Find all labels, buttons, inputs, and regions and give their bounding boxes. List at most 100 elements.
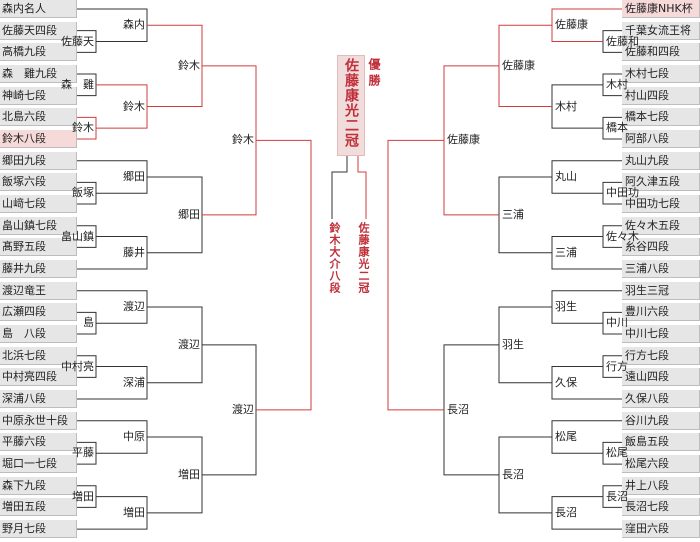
right-r2-winner-3: 丸山	[555, 169, 577, 183]
player-left-5: 神崎七段	[0, 86, 77, 105]
bracket-line	[357, 156, 367, 219]
right-r3-winner-1: 佐藤康	[502, 58, 535, 72]
right-r1-winner-7: 行方	[606, 359, 628, 373]
left-r1-winner-2: 森 雞	[61, 77, 94, 91]
bracket-line	[387, 139, 444, 411]
player-left-7: 鈴木八段	[0, 130, 77, 149]
champion-name: 佐藤康光二冠	[343, 58, 359, 148]
player-right-8: 丸山九段	[622, 151, 700, 170]
right-r1-winner-9: 長沼	[606, 489, 628, 503]
champion-title: 優勝	[367, 58, 381, 90]
player-right-14: 羽生三冠	[622, 281, 700, 300]
player-right-23: 井上八段	[622, 476, 700, 495]
player-right-22: 松尾六段	[622, 455, 700, 474]
right-r2-winner-2: 木村	[555, 99, 577, 113]
player-right-24: 長沼七段	[622, 498, 700, 517]
champion-box	[337, 55, 365, 156]
left-r4-winner-1: 鈴木	[232, 133, 254, 147]
bracket-line	[331, 156, 348, 219]
player-right-6: 橋本七段	[622, 108, 700, 127]
left-r3-winner-1: 鈴木	[178, 58, 200, 72]
player-right-11: 佐々木五段	[622, 216, 700, 235]
left-r1-winner-5: 畠山鎮	[61, 229, 94, 243]
player-left-4: 森 雞九段	[0, 65, 77, 83]
player-left-20: 中原永世十段	[0, 411, 77, 430]
left-r2-winner-2: 鈴木	[123, 99, 145, 113]
right-r3-winner-4: 長沼	[502, 467, 524, 481]
left-r2-winner-7: 中原	[123, 429, 145, 443]
right-r2-winner-8: 長沼	[555, 505, 577, 519]
player-left-24: 増田五段	[0, 498, 77, 517]
player-right-7: 阿部八段	[622, 130, 700, 149]
player-right-17: 行方七段	[622, 346, 700, 365]
left-r2-winner-5: 渡辺	[123, 299, 145, 313]
player-right-13: 三浦八段	[622, 260, 700, 279]
right-r3-winner-3: 羽生	[502, 337, 524, 351]
player-left-18: 中村亮四段	[0, 368, 77, 387]
player-right-15: 豊川六段	[622, 303, 700, 322]
player-left-1: 森内名人	[0, 0, 77, 18]
right-r4-winner-2: 長沼	[447, 402, 469, 416]
right-r1-winner-3: 橋本	[606, 121, 628, 135]
player-left-15: 広瀬四段	[0, 303, 77, 322]
right-r4-winner-1: 佐藤康	[447, 133, 480, 147]
player-right-12: 糸谷四段	[622, 238, 700, 257]
right-r2-winner-7: 松尾	[555, 429, 577, 443]
player-right-3: 佐藤和四段	[622, 43, 700, 62]
player-left-17: 北浜七段	[0, 346, 77, 365]
player-left-8: 郷田九段	[0, 151, 77, 170]
player-left-14: 渡辺竜王	[0, 281, 77, 300]
player-right-5: 村山四段	[622, 86, 700, 105]
player-right-4: 木村七段	[622, 65, 700, 83]
right-r2-winner-4: 三浦	[555, 245, 577, 259]
left-r4-winner-2: 渡辺	[232, 402, 254, 416]
left-r3-winner-3: 渡辺	[178, 337, 200, 351]
right-r1-winner-2: 木村	[606, 77, 628, 91]
left-r1-winner-7: 中村亮	[61, 359, 94, 373]
right-r1-winner-8: 松尾	[606, 446, 628, 460]
player-right-2: 千葉女流王将	[622, 21, 700, 40]
player-left-19: 深浦八段	[0, 390, 77, 409]
player-right-18: 遠山四段	[622, 368, 700, 387]
player-left-23: 森下九段	[0, 476, 77, 495]
bracket-line	[256, 139, 312, 411]
player-left-12: 髙野五段	[0, 238, 77, 257]
player-right-21: 飯島五段	[622, 433, 700, 452]
left-r1-winner-8: 平藤	[72, 446, 94, 460]
left-r2-winner-1: 森内	[123, 18, 145, 32]
player-left-25: 野月七段	[0, 520, 77, 539]
player-left-9: 飯塚六段	[0, 173, 77, 192]
left-r2-winner-3: 郷田	[123, 169, 145, 183]
right-r2-winner-1: 佐藤康	[555, 18, 588, 32]
player-left-13: 藤井九段	[0, 260, 77, 279]
left-r1-winner-4: 飯塚	[72, 186, 94, 200]
left-r2-winner-8: 増田	[123, 505, 145, 519]
player-left-11: 畠山鎮七段	[0, 216, 77, 235]
player-left-16: 島 八段	[0, 325, 77, 344]
right-r1-winner-1: 佐藤和	[606, 34, 639, 48]
left-r2-winner-6: 深浦	[123, 375, 145, 389]
player-right-25: 窪田六段	[622, 520, 700, 539]
player-right-1: 佐藤康NHK杯	[622, 0, 700, 18]
right-r1-winner-4: 中田功	[606, 186, 639, 200]
player-left-3: 高橋九段	[0, 43, 77, 62]
player-right-16: 中川七段	[622, 325, 700, 344]
player-left-21: 平藤六段	[0, 433, 77, 452]
right-r2-winner-5: 羽生	[555, 299, 577, 313]
right-r2-winner-6: 久保	[555, 375, 577, 389]
finalist-right: 佐藤康光二冠	[357, 222, 370, 294]
left-r2-winner-4: 藤井	[123, 245, 145, 259]
player-left-22: 堀口一七段	[0, 455, 77, 474]
player-right-20: 谷川九段	[622, 411, 700, 430]
left-r1-winner-3: 鈴木	[72, 121, 94, 135]
player-right-10: 中田功七段	[622, 195, 700, 214]
right-r1-winner-6: 中川	[606, 316, 628, 330]
player-left-10: 山﨑七段	[0, 195, 77, 214]
left-r3-winner-4: 増田	[178, 467, 200, 481]
left-r1-winner-9: 増田	[72, 489, 94, 503]
right-r1-winner-5: 佐々木	[606, 229, 639, 243]
left-r1-winner-1: 佐藤天	[61, 34, 94, 48]
player-left-6: 北島六段	[0, 108, 77, 127]
left-r1-winner-6: 島	[83, 316, 94, 330]
